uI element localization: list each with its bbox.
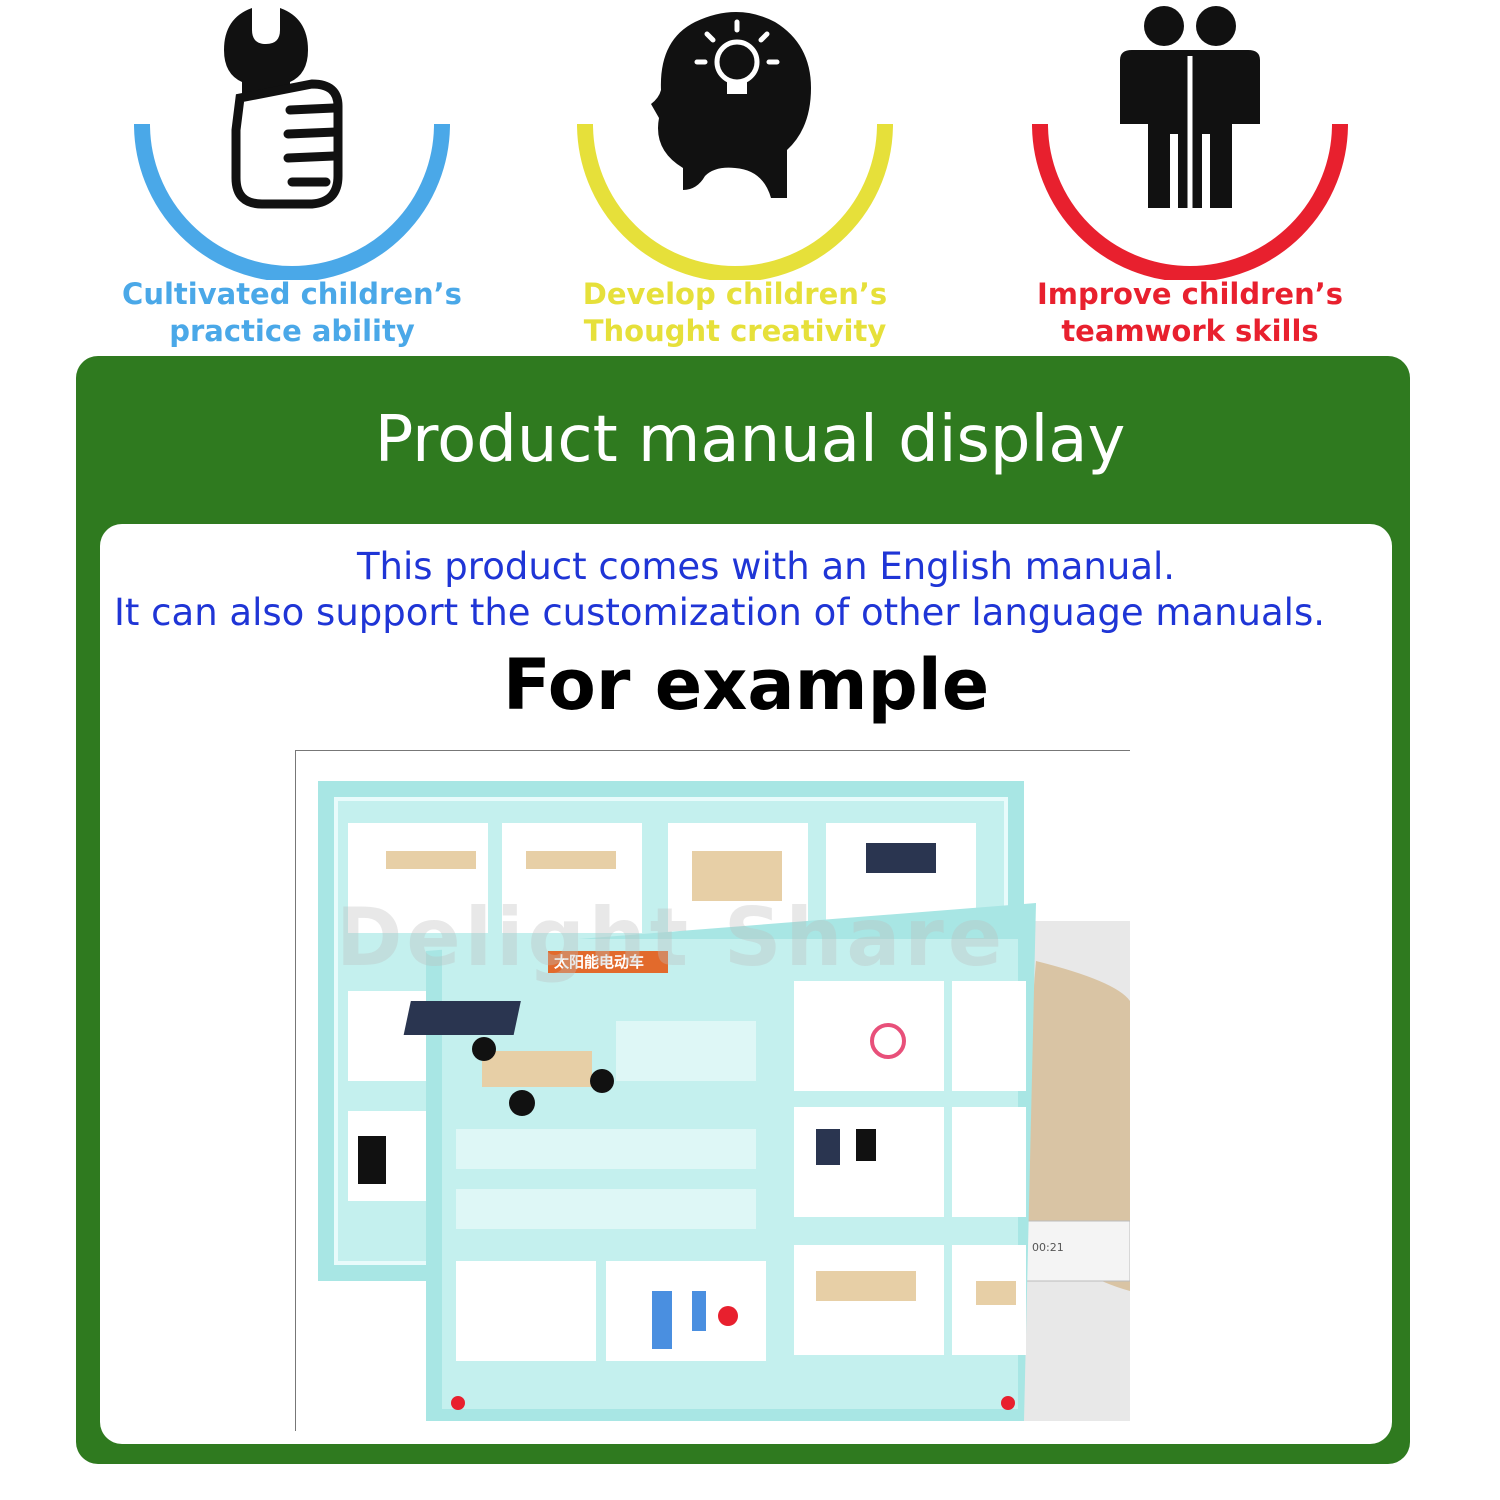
benefit-label: Improve children’s teamwork skills bbox=[1010, 276, 1370, 350]
benefit-label-line1: Cultivated children’s bbox=[122, 277, 462, 311]
benefit-label-line1: Develop children’s bbox=[582, 277, 888, 311]
wrench-hand-icon bbox=[134, 8, 450, 280]
benefit-label-line2: Thought creativity bbox=[583, 314, 887, 348]
manual-pages-illustration: 00:21 太阳能电动车 bbox=[318, 781, 1130, 1421]
example-heading: For example bbox=[502, 644, 990, 726]
watermark: Delight Share bbox=[336, 891, 1007, 984]
english-manual-note: This product comes with an English manua… bbox=[356, 545, 1176, 588]
benefit-label: Develop children’s Thought creativity bbox=[555, 276, 915, 350]
panel-title: Product manual display bbox=[374, 403, 1126, 477]
benefit-teamwork-skills: Improve children’s teamwork skills bbox=[1010, 0, 1370, 360]
head-lightbulb-icon bbox=[577, 12, 893, 280]
benefit-label-line1: Improve children’s bbox=[1036, 277, 1344, 311]
benefit-label-line2: teamwork skills bbox=[1061, 314, 1319, 348]
benefit-practice-ability: Cultivated children’s practice ability bbox=[112, 0, 472, 360]
custom-language-note: It can also support the customization of… bbox=[114, 591, 1325, 634]
two-people-icon bbox=[1032, 6, 1348, 280]
manual-card: This product comes with an English manua… bbox=[100, 524, 1392, 1444]
benefit-thought-creativity: Develop children’s Thought creativity bbox=[555, 0, 915, 360]
manual-photo: 00:21 太阳能电动车 bbox=[295, 750, 1130, 1431]
benefit-label-line2: practice ability bbox=[169, 314, 415, 348]
benefit-label: Cultivated children’s practice ability bbox=[112, 276, 472, 350]
video-timestamp: 00:21 bbox=[1032, 1241, 1064, 1254]
manual-heading: 太阳能电动车 bbox=[554, 953, 644, 971]
